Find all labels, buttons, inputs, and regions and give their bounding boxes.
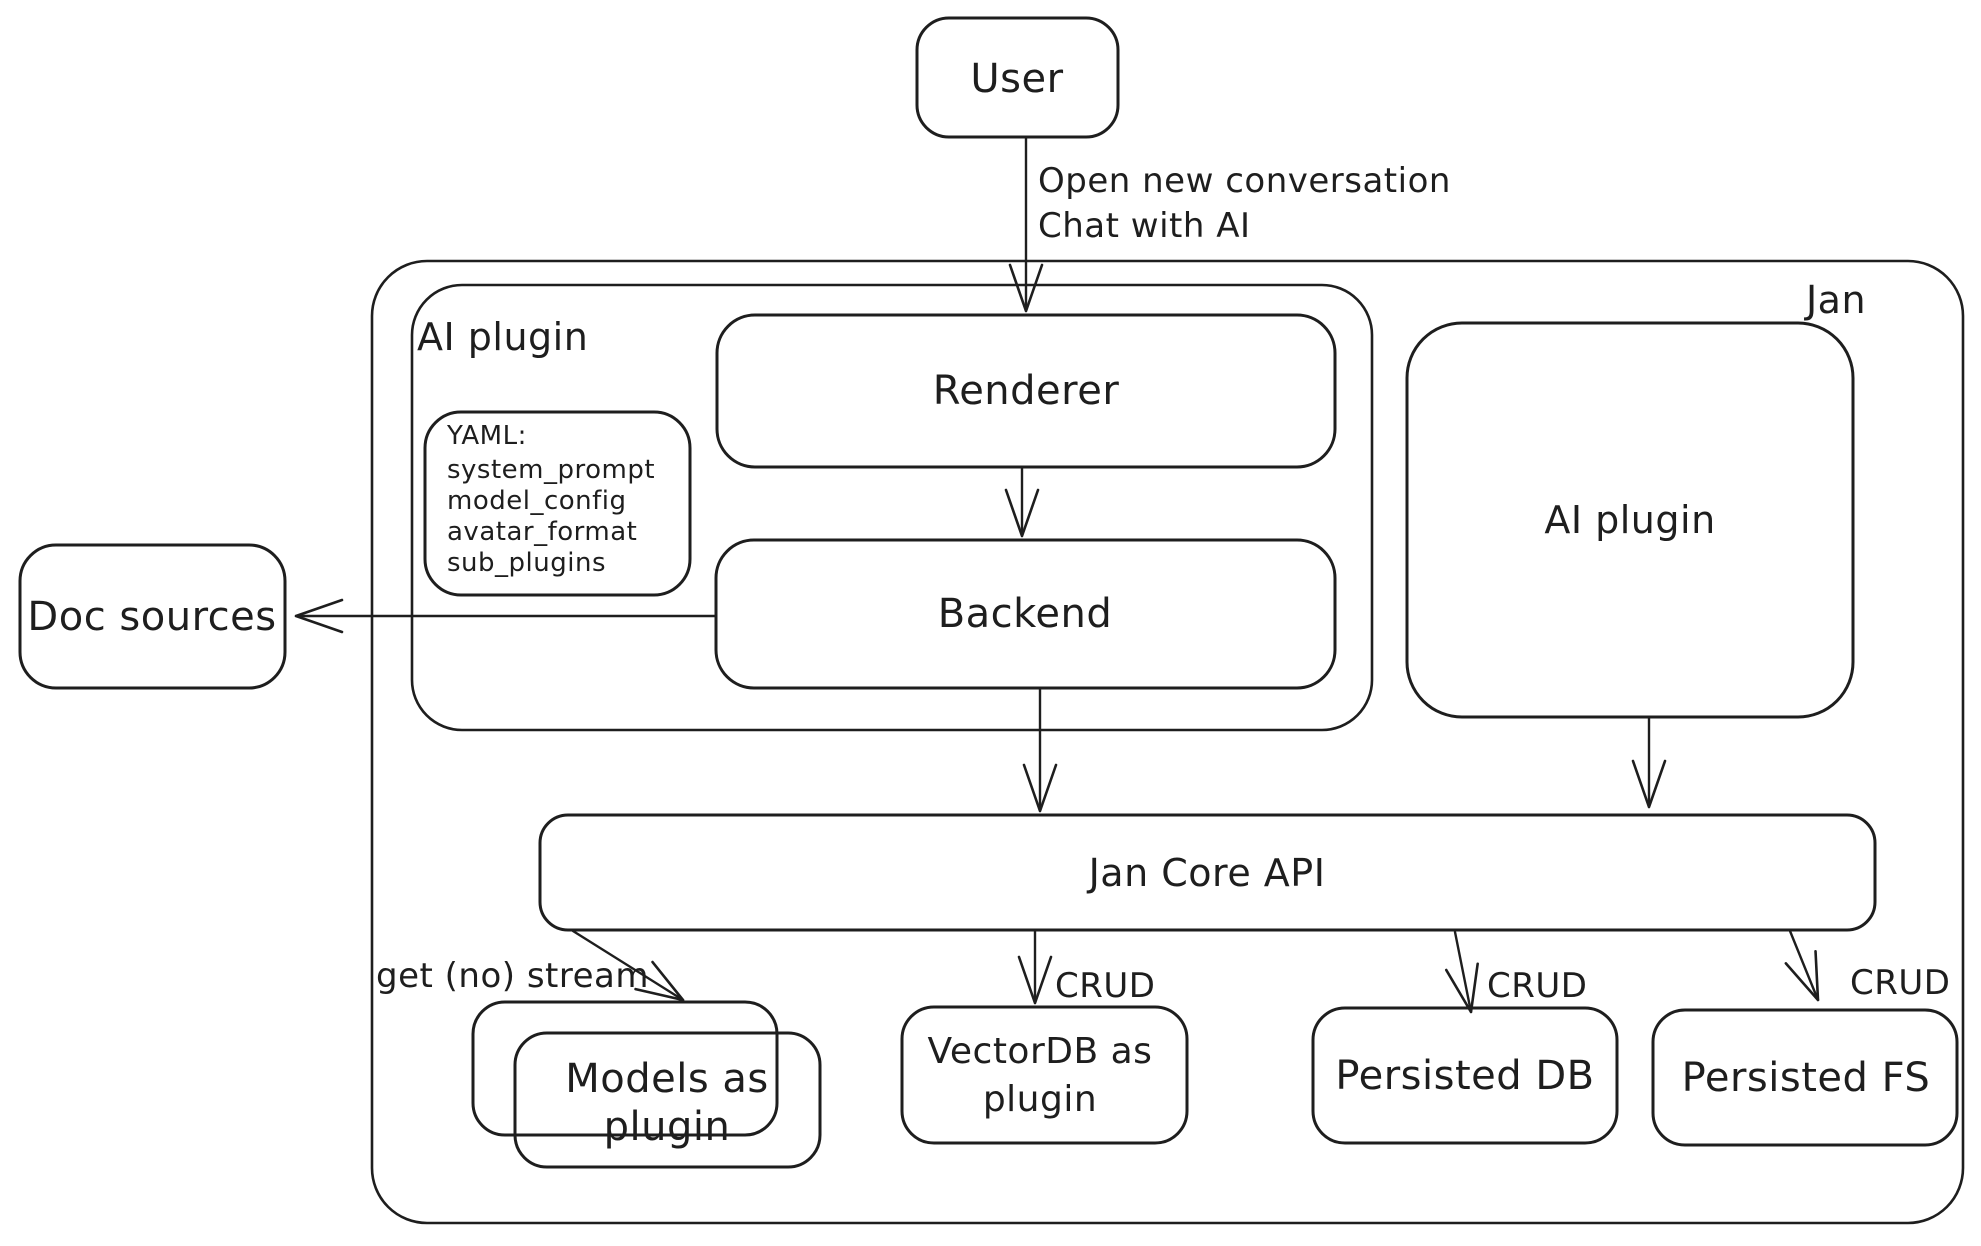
edge-api-to-persisted-db[interactable] xyxy=(1444,930,1479,1014)
edge-api-to-models-label: get (no) stream xyxy=(376,956,649,996)
yaml-note-line-avatar-format: avatar_format xyxy=(447,517,637,547)
backend-node-label: Backend xyxy=(938,591,1113,637)
ai-plugin-node-label: AI plugin xyxy=(1544,498,1715,542)
renderer-node-label: Renderer xyxy=(933,368,1120,414)
ai-plugin-group-label: AI plugin xyxy=(417,315,588,359)
yaml-note-line-model-config: model_config xyxy=(447,486,627,516)
persisted-db-node-label: Persisted DB xyxy=(1335,1053,1594,1099)
edge-api-to-vectordb-label: CRUD xyxy=(1055,966,1155,1006)
yaml-note-line-sub-plugins: sub_plugins xyxy=(447,548,606,578)
vectordb-as-plugin-label-line1: VectorDB as xyxy=(928,1031,1153,1072)
edge-api-to-persisted-fs-label: CRUD xyxy=(1850,963,1950,1003)
yaml-note-line-system-prompt: system_prompt xyxy=(447,455,655,485)
doc-sources-node-label: Doc sources xyxy=(27,594,276,640)
ai-plugin-node[interactable] xyxy=(1405,321,1855,719)
models-as-plugin-label-line1: Models as xyxy=(565,1056,769,1102)
models-as-plugin-label-line2: plugin xyxy=(604,1104,731,1150)
jan-container-label: Jan xyxy=(1804,278,1866,322)
vectordb-as-plugin-node[interactable] xyxy=(900,1005,1189,1145)
user-node-label: User xyxy=(970,56,1063,102)
models-as-plugin-node[interactable] xyxy=(513,1031,822,1169)
yaml-note[interactable] xyxy=(423,410,692,597)
edge-user-label-line2: Chat with AI xyxy=(1038,206,1251,246)
edge-api-to-persisted-db-label: CRUD xyxy=(1487,966,1587,1006)
edge-api-to-persisted-fs[interactable] xyxy=(1784,929,1820,1002)
edge-api-to-models[interactable] xyxy=(571,929,685,1002)
edge-user-label-line1: Open new conversation xyxy=(1038,161,1451,201)
jan-core-api-node[interactable] xyxy=(538,813,1877,932)
vectordb-as-plugin-label-line2: plugin xyxy=(983,1079,1097,1120)
persisted-fs-node[interactable] xyxy=(1651,1008,1959,1147)
renderer-node[interactable] xyxy=(715,313,1337,469)
jan-core-api-node-label: Jan Core API xyxy=(1087,851,1326,895)
ai-plugin-group-container[interactable] xyxy=(410,283,1374,732)
user-node[interactable] xyxy=(915,16,1120,139)
yaml-note-line-title: YAML: xyxy=(446,421,527,451)
persisted-fs-node-label: Persisted FS xyxy=(1682,1055,1931,1101)
backend-node[interactable] xyxy=(714,538,1337,690)
jan-container[interactable] xyxy=(370,259,1965,1225)
doc-sources-node[interactable] xyxy=(18,543,287,690)
models-as-plugin-node-back[interactable] xyxy=(471,1000,779,1137)
